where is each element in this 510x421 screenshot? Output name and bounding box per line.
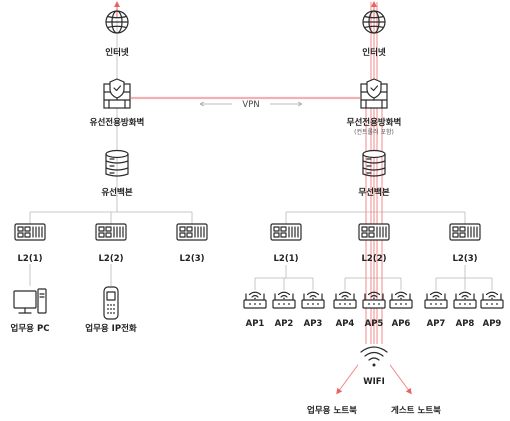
wifi-label: WIFI xyxy=(363,377,385,387)
wired-switch-label: L2(3) xyxy=(179,254,204,264)
access-point-icon xyxy=(272,291,296,309)
internet-uplink-arrows xyxy=(114,1,377,18)
access-point-icon xyxy=(333,291,357,309)
ap-label: AP6 xyxy=(392,319,411,329)
vpn-arrows xyxy=(199,101,303,107)
access-points: AP1 AP2 AP3 AP4 AP5 AP6 AP7 AP8 AP9 xyxy=(243,291,504,329)
wifi-node: WIFI xyxy=(358,344,390,387)
wireless-switch-1: L2(1) xyxy=(270,223,302,264)
firewall-icon xyxy=(103,78,131,109)
wireless-firewall-sublabel: (컨트롤러 포함) xyxy=(354,128,394,136)
ip-phone-icon xyxy=(103,286,119,320)
wired-firewall-node: 유선전용방화벽 xyxy=(90,78,145,128)
ap-1: AP1 xyxy=(243,291,267,329)
wireless-internet-label: 인터넷 xyxy=(362,47,386,58)
switch-icon xyxy=(358,223,390,241)
wired-firewall-label: 유선전용방화벽 xyxy=(90,117,145,128)
ap-label: AP2 xyxy=(275,319,294,329)
desktop-pc-icon xyxy=(13,288,47,314)
switch-icon xyxy=(95,223,127,241)
wireless-internet-node: 인터넷 xyxy=(362,10,386,58)
wireless-switch-label: L2(1) xyxy=(273,254,298,264)
ip-phone-node: 업무용 IP전화 xyxy=(85,286,137,334)
guest-laptop-label: 게스트 노트북 xyxy=(391,405,441,416)
ap-label: AP5 xyxy=(365,319,384,329)
switch-icon xyxy=(14,223,46,241)
ap-label: AP7 xyxy=(427,319,446,329)
wireless-switch-3: L2(3) xyxy=(449,223,481,264)
wired-backbone-label: 유선백본 xyxy=(101,187,132,198)
connection-lines xyxy=(29,20,493,290)
ap-2: AP2 xyxy=(272,291,296,329)
access-point-icon xyxy=(424,291,448,309)
ap-9: AP9 xyxy=(480,291,504,329)
wired-internet-label: 인터넷 xyxy=(105,47,129,58)
switch-icon xyxy=(449,223,481,241)
switch-icon xyxy=(176,223,208,241)
wired-switch-3: L2(3) xyxy=(176,223,208,264)
firewall-icon xyxy=(360,78,388,109)
ap-label: AP8 xyxy=(456,319,475,329)
work-pc-node: 업무용 PC xyxy=(11,288,50,334)
access-point-icon xyxy=(480,291,504,309)
ap-label: AP1 xyxy=(246,319,265,329)
ap-4: AP4 xyxy=(333,291,357,329)
wired-switch-label: L2(1) xyxy=(17,254,42,264)
switch-icon xyxy=(270,223,302,241)
wireless-firewall-node: 무선전용방화벽 (컨트롤러 포함) xyxy=(347,78,402,136)
ap-6: AP6 xyxy=(389,291,413,329)
work-laptop-label: 업무용 노트북 xyxy=(307,405,357,416)
ap-8: AP8 xyxy=(453,291,477,329)
wired-backbone-node: 유선백본 xyxy=(101,149,133,198)
wireless-switch-label: L2(3) xyxy=(452,254,477,264)
wireless-backbone-label: 무선백본 xyxy=(358,187,389,198)
wireless-firewall-label: 무선전용방화벽 xyxy=(347,117,402,128)
ip-phone-label: 업무용 IP전화 xyxy=(85,323,137,334)
work-pc-label: 업무용 PC xyxy=(11,323,50,334)
wired-switch-1: L2(1) xyxy=(14,223,46,264)
wired-switch-label: L2(2) xyxy=(98,254,123,264)
access-point-icon xyxy=(243,291,267,309)
access-point-icon xyxy=(389,291,413,309)
ap-7: AP7 xyxy=(424,291,448,329)
access-point-icon xyxy=(453,291,477,309)
ap-label: AP4 xyxy=(336,319,355,329)
vpn-label: VPN xyxy=(242,100,259,110)
ap-3: AP3 xyxy=(301,291,325,329)
ap-5: AP5 xyxy=(362,291,386,329)
ap-label: AP9 xyxy=(483,319,502,329)
wireless-switch-2: L2(2) xyxy=(358,223,390,264)
wireless-backbone-node: 무선백본 xyxy=(358,149,390,198)
wired-switch-2: L2(2) xyxy=(95,223,127,264)
wired-internet-node: 인터넷 xyxy=(105,10,129,58)
ap-label: AP3 xyxy=(304,319,323,329)
wireless-switch-label: L2(2) xyxy=(361,254,386,264)
access-point-icon xyxy=(301,291,325,309)
